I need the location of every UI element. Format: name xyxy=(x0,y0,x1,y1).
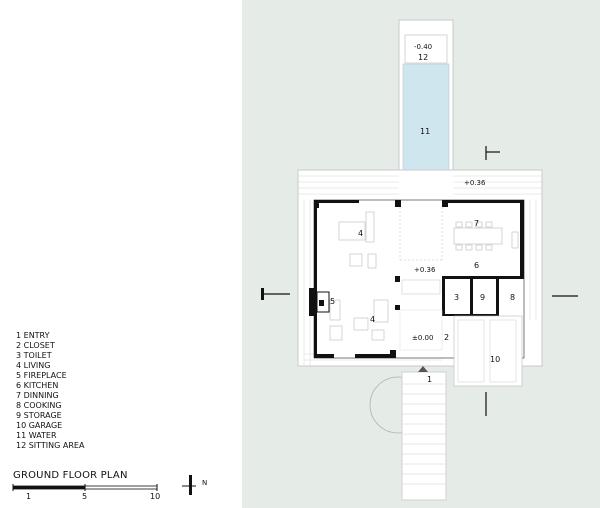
room-storage-label: 9 xyxy=(480,293,485,302)
furniture-living-bottom xyxy=(329,299,389,341)
level-pool-top: -0.40 xyxy=(414,43,432,51)
legend-item: 4 LIVING xyxy=(16,361,51,370)
furniture-living-top xyxy=(338,211,377,269)
legend-item: 8 COOKING xyxy=(16,401,62,410)
level-entry: ±0.00 xyxy=(412,334,433,342)
marker-left-tick xyxy=(261,288,264,300)
entry-stair xyxy=(401,371,447,501)
entry-arrow-icon xyxy=(418,366,428,372)
room-garage-label: 10 xyxy=(490,355,500,364)
plan-title: GROUND FLOOR PLAN xyxy=(13,470,128,481)
north-arrow-icon xyxy=(182,475,196,495)
room-living-top-label: 4 xyxy=(358,229,363,238)
legend-item: 6 KITCHEN xyxy=(16,381,59,390)
room-toilet-label: 3 xyxy=(454,293,459,302)
floor-plan: -0.40 12 11 +0.36 4 7 6 +0.36 5 3 9 8 4 … xyxy=(261,19,578,501)
room-fireplace-label: 5 xyxy=(330,297,335,306)
scale-mark-mid: 5 xyxy=(82,492,88,501)
room-living-bottom-label: 4 xyxy=(370,315,375,324)
kitchen-counter xyxy=(401,279,441,295)
stair-treads xyxy=(402,383,446,485)
garage-car-2 xyxy=(489,319,517,383)
north-label: N xyxy=(202,479,208,487)
garage xyxy=(453,315,523,387)
legend-item: 12 SITTING AREA xyxy=(16,441,85,450)
room-entry-label: 1 xyxy=(427,375,432,384)
level-terrace: +0.36 xyxy=(464,179,486,187)
room-kitchen-label: 6 xyxy=(474,261,479,270)
closet-area xyxy=(399,309,443,351)
room-cooking-label: 8 xyxy=(510,293,515,302)
dining-table xyxy=(453,221,519,251)
dashed-partition xyxy=(399,207,443,261)
sitting-area-box xyxy=(404,34,448,64)
scale-mark-end: 10 xyxy=(150,492,161,501)
scale-mark-start: 1 xyxy=(26,492,32,501)
legend-item: 7 DINNING xyxy=(16,391,59,400)
garage-car-1 xyxy=(457,319,485,383)
room-dinning-label: 7 xyxy=(474,219,479,228)
legend-item: 1 ENTRY xyxy=(16,331,50,340)
scale-bar xyxy=(12,484,158,491)
walls xyxy=(309,200,524,358)
terrace-hatching xyxy=(298,175,542,366)
legend-item: 3 TOILET xyxy=(16,351,52,360)
legend-item: 11 WATER xyxy=(16,431,57,440)
section-markers xyxy=(262,146,578,416)
legend-item: 10 GARAGE xyxy=(16,421,63,430)
room-closet-label: 2 xyxy=(444,333,449,342)
drawing-area: -0.40 12 11 +0.36 4 7 6 +0.36 5 3 9 8 4 … xyxy=(242,0,600,508)
room-water-label: 11 xyxy=(420,127,430,136)
legend-item: 2 CLOSET xyxy=(16,341,55,350)
legend-item: 9 STORAGE xyxy=(16,411,62,420)
level-interior: +0.36 xyxy=(414,266,436,274)
room-sitting-label: 12 xyxy=(418,53,428,62)
fireplace-core xyxy=(319,300,324,306)
legend-item: 5 FIREPLACE xyxy=(16,371,67,380)
